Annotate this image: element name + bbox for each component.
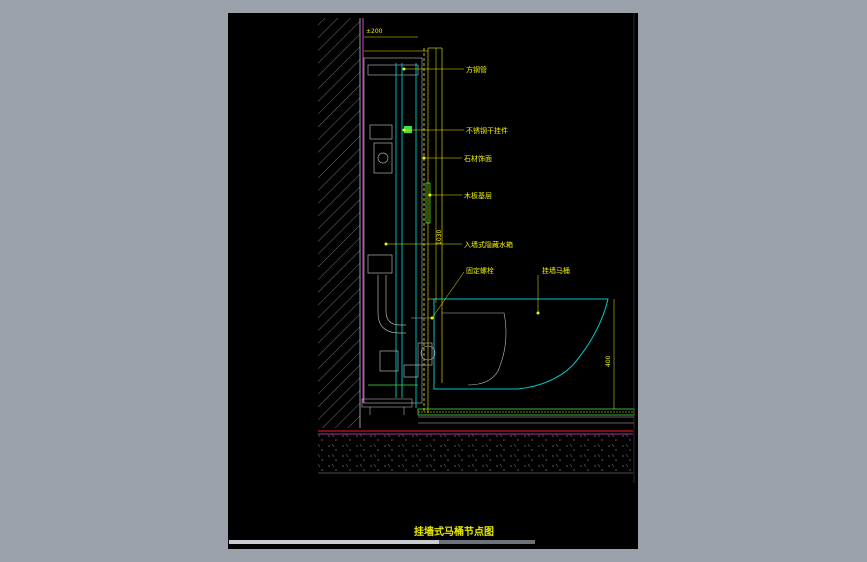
frame-feet	[361, 398, 413, 415]
label-drain-bolt: 固定螺栓	[466, 266, 494, 275]
tank-height-dimension: 1030	[435, 48, 443, 303]
floor-slab	[318, 430, 633, 474]
label-waterproof-board: 方钢管	[466, 65, 487, 74]
horizontal-scrollbar[interactable]	[229, 540, 535, 544]
label-ss-bracket: 不锈钢干挂件	[466, 126, 508, 135]
label-board-base: 木板基层	[464, 191, 492, 200]
structural-wall	[318, 18, 361, 428]
callout-dots	[384, 67, 540, 320]
drawing-sheet: ±200 1030 400	[228, 13, 638, 549]
drawing-title: 挂墙式马桶节点图	[414, 525, 494, 538]
toilet-height-text: 400	[605, 355, 612, 367]
drain-bolt	[411, 317, 436, 366]
bracket-green	[425, 182, 431, 224]
floor-finish	[417, 408, 635, 424]
wall-toilet-bowl	[428, 298, 609, 390]
label-stone-finish: 石材饰面	[464, 154, 492, 163]
toilet-height-dimension: 400	[605, 299, 615, 409]
bracket-green-2	[404, 126, 412, 133]
label-wall-toilet: 挂墙马桶	[542, 266, 570, 275]
tank-height-text: 1030	[436, 230, 443, 245]
callouts	[386, 68, 539, 319]
concealed-frame	[363, 47, 443, 413]
toilet-section-drawing: ±200 1030 400	[318, 13, 635, 538]
top-dimension: ±200	[364, 28, 418, 38]
top-width-dimension: ±200	[366, 28, 383, 35]
tank-components	[367, 124, 419, 378]
label-concealed-tank: 入墙式隐藏水箱	[464, 240, 513, 249]
scrollbar-thumb[interactable]	[229, 540, 439, 544]
